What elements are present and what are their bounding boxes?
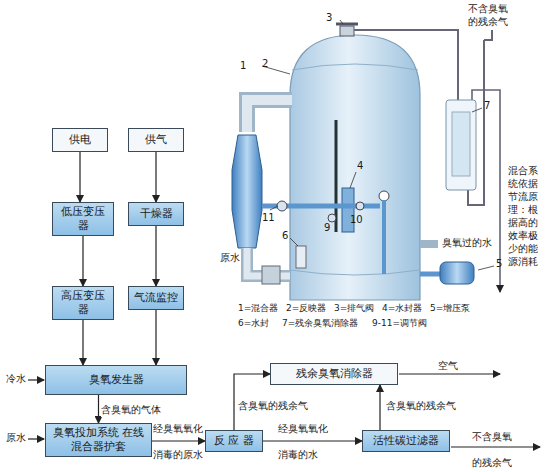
raw-water-inlet: [262, 266, 280, 284]
water-seal: [296, 246, 306, 268]
box-text: 干燥器: [140, 207, 173, 221]
outlet-pipe: [420, 240, 438, 248]
process-box: 臭氧发生器: [45, 365, 187, 395]
process-box: 活性碳过滤器: [362, 430, 450, 452]
tank-seam: [292, 64, 418, 70]
legend-entry: 7=残余臭氧消除器: [282, 318, 358, 329]
legend-entry: 1=混合器: [238, 303, 278, 314]
box-text: 供电: [69, 133, 91, 147]
inlet-label: 原水: [220, 252, 240, 265]
callout-number: 9: [324, 222, 330, 235]
supply-box: 供气: [128, 128, 184, 152]
outlet-label: 不含臭氧的残余气: [472, 424, 518, 472]
flow-arrow: [152, 440, 205, 441]
legend-entry: 4=水封器: [382, 303, 422, 314]
callout-number: 5: [496, 258, 502, 271]
callout-number: 4: [357, 160, 363, 173]
edge-label: 经臭氧氧化 消毒的水: [278, 416, 332, 468]
callout-number: 2: [262, 58, 268, 71]
flow-arrow: [379, 385, 380, 430]
box-text: 反 应 器: [214, 434, 254, 448]
callout-number: 10: [350, 214, 363, 227]
tank-seam: [290, 270, 420, 275]
supply-box: 供电: [52, 128, 108, 152]
flow-arrow: [263, 440, 362, 441]
box-text: 臭氧发生器: [89, 373, 144, 387]
process-box: 干燥器: [128, 202, 184, 226]
outlet-arrow: [451, 446, 540, 447]
callout-number: 6: [282, 230, 288, 243]
mixer-elbow: [247, 100, 292, 132]
box-text: 供气: [145, 133, 167, 147]
booster-pump: [440, 262, 474, 284]
note-text: 混合系统依据节流原理：根据高的效率极少的能源消耗: [508, 164, 542, 268]
legend-entry: 6=水封: [238, 318, 269, 329]
vent-valve: [340, 26, 354, 36]
process-box: 残余臭氧消除器: [270, 363, 398, 385]
edge-label: 含臭氧的气体: [101, 403, 161, 417]
leader-line: [262, 20, 494, 270]
gas-pipe: [484, 30, 492, 40]
control-valve: [356, 202, 364, 210]
process-box: 低压变压器: [52, 202, 114, 236]
callout-number: 3: [326, 12, 332, 25]
callout-number: 11: [262, 212, 275, 225]
legend-entry: 9-11=调节阀: [372, 318, 427, 329]
legend-entry: 3=排气阀: [334, 303, 374, 314]
process-box: 反 应 器: [205, 430, 263, 452]
process-box: 臭氧投加系统 在线混合器护套: [45, 423, 152, 457]
edge-label: 经臭氧氧化 消毒的原水: [153, 416, 205, 468]
legend-entry: 2=反映器: [286, 303, 326, 314]
reactor-tank: [290, 35, 420, 300]
box-text: 低压变压器: [57, 205, 109, 232]
vent-valve: [336, 23, 358, 26]
inlet-arrow: [28, 438, 44, 439]
flow-arrow: [79, 152, 80, 202]
flow-arrow: [155, 152, 156, 202]
box-text: 气流监控: [134, 291, 178, 305]
outlet-label: 空气: [438, 360, 458, 373]
residual-ozone-destructor: [446, 100, 476, 190]
mixer: [232, 135, 262, 248]
mixer-elbow: [247, 100, 292, 132]
callout-number: 1: [240, 60, 246, 73]
flow-arrow: [155, 310, 156, 365]
inlet-label: 原水: [6, 432, 26, 445]
edge-label: 含臭氧的残余气: [238, 399, 308, 413]
callout-number: 7: [484, 100, 490, 113]
edge-label: 含臭氧的残余气: [386, 399, 456, 413]
pressure-gauge: [379, 191, 389, 201]
pump-pipe: [420, 272, 440, 277]
water-seal-device: [342, 188, 354, 232]
box-text: 臭氧投加系统 在线混合器护套: [50, 426, 147, 453]
destructor-core: [452, 112, 470, 176]
legend-entry: 5=增压泵: [430, 303, 470, 314]
control-valve: [328, 214, 336, 222]
box-text: 残余臭氧消除器: [296, 367, 373, 381]
outlet-label: 臭氧过的水: [442, 237, 492, 250]
box-text: 活性碳过滤器: [373, 434, 439, 448]
flow-arrow: [155, 226, 156, 286]
gas-pipe: [354, 30, 458, 100]
box-text: 高压变压器: [57, 289, 109, 316]
flow-arrow: [98, 395, 99, 423]
inlet-label: 冷水: [6, 373, 26, 386]
process-box: 高压变压器: [52, 286, 114, 320]
outlet-label: 不含臭氧的残余气: [468, 2, 516, 28]
outlet-arrow: [399, 373, 500, 374]
pump-pipe: [382, 200, 386, 274]
flow-arrow: [82, 320, 83, 365]
control-valve: [277, 201, 287, 211]
process-box: 气流监控: [128, 286, 184, 310]
inlet-arrow: [28, 379, 44, 380]
flow-arrow: [82, 236, 83, 286]
